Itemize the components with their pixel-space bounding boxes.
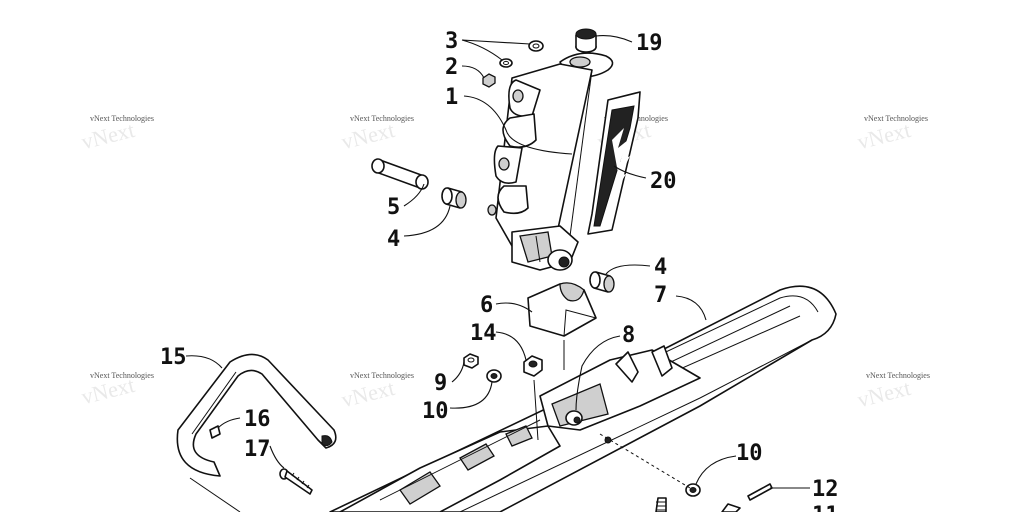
- leader-4a: [403, 205, 451, 237]
- watermark-text: vNext Technologies: [350, 371, 414, 380]
- part-5-pin: [371, 158, 429, 190]
- leader-10a: [449, 381, 493, 409]
- watermark-2: vNext vNext Technologies: [339, 114, 414, 154]
- watermark-4: vNext vNext Technologies: [855, 114, 928, 154]
- leader-7: [675, 295, 707, 321]
- leader-4b: [605, 264, 651, 275]
- part-9-nut: [463, 353, 479, 369]
- watermark-logo: vNext: [339, 375, 397, 412]
- leader-3: [461, 39, 531, 61]
- watermark-6: vNext vNext Technologies: [339, 371, 414, 412]
- part-3-washer: [499, 40, 544, 68]
- watermark-text: vNext Technologies: [90, 114, 154, 123]
- part-17-bolt: [279, 468, 313, 495]
- callout-9: 9: [434, 371, 447, 396]
- leader-9: [451, 361, 465, 383]
- watermark-text: vNext Technologies: [350, 114, 414, 123]
- watermark-8: vNext vNext Technologies: [855, 371, 930, 412]
- leader-2: [461, 65, 485, 79]
- callout-6: 6: [480, 293, 493, 318]
- callout-14: 14: [470, 321, 497, 346]
- callout-15: 15: [160, 345, 187, 370]
- leader-20: [613, 165, 647, 179]
- watermark-logo: vNext: [855, 375, 913, 412]
- watermark-text: vNext Technologies: [864, 114, 928, 123]
- part-10-washer-lower: [685, 483, 701, 497]
- callout-7: 7: [654, 283, 667, 308]
- callout-4b: 4: [654, 255, 667, 280]
- callout-20: 20: [650, 169, 677, 194]
- watermark-1: vNext vNext Technologies: [79, 114, 154, 154]
- leader-5: [403, 183, 425, 207]
- part-1-spindle: [487, 52, 614, 271]
- part-6-saddle: [527, 282, 597, 337]
- watermark-text: vNext Technologies: [90, 371, 154, 380]
- callout-12: 12: [812, 477, 839, 502]
- leader-8: [575, 335, 621, 411]
- callout-5: 5: [387, 195, 400, 220]
- callout-1: 1: [445, 85, 458, 110]
- callout-16: 16: [244, 407, 271, 432]
- part-2-nut: [482, 73, 496, 88]
- callout-17: 17: [244, 437, 271, 462]
- leader-10b: [695, 455, 737, 485]
- leader-15: [185, 355, 223, 369]
- part-15-handle: [176, 353, 337, 477]
- part-19-cap: [575, 28, 597, 53]
- part-16-rivet: [209, 425, 221, 439]
- callout-4a: 4: [387, 227, 400, 252]
- callout-3: 3: [445, 29, 458, 54]
- watermark-text: vNext Technologies: [866, 371, 930, 380]
- part-12-pin: [747, 483, 773, 501]
- part-10-washer-upper: [486, 369, 502, 383]
- callout-10a: 10: [422, 399, 449, 424]
- part-4-bushing-lower: [589, 271, 615, 293]
- part-4-bushing-upper: [441, 187, 467, 209]
- callout-19: 19: [636, 31, 663, 56]
- callout-10b: 10: [736, 441, 763, 466]
- watermark-5: vNext vNext Technologies: [79, 371, 154, 409]
- leader-17: [269, 445, 285, 469]
- callout-11: 11: [812, 503, 839, 512]
- part-14-nut: [523, 355, 543, 377]
- leader-1: [463, 95, 573, 155]
- part-8-mount: [539, 345, 701, 444]
- leader-6: [495, 302, 533, 313]
- leader-14: [495, 331, 527, 361]
- callout-2: 2: [445, 55, 458, 80]
- part-11-bolt: [655, 497, 741, 513]
- callout-8: 8: [622, 323, 635, 348]
- leader-16: [217, 417, 241, 429]
- leader-19: [595, 35, 633, 43]
- ski-keel: [339, 419, 561, 513]
- part-20-decal: [587, 91, 641, 235]
